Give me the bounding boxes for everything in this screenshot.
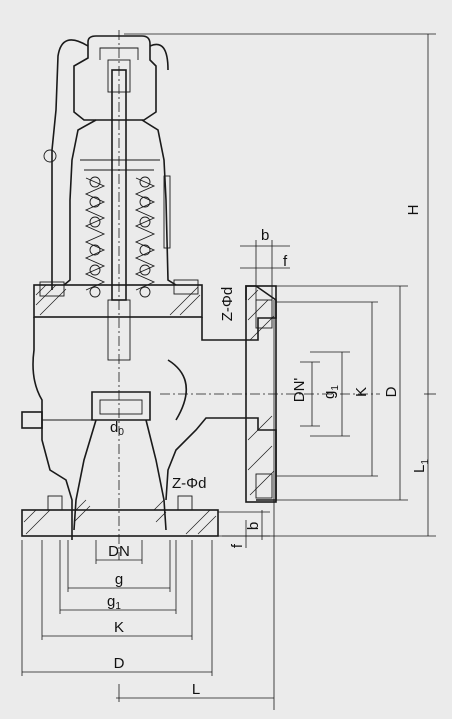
label-dn-prime: DN' (291, 378, 308, 403)
label-b-bottom: b (245, 522, 262, 530)
label-K-vertical: K (353, 387, 370, 397)
label-D-vertical: D (383, 386, 400, 397)
label-g1-horizontal: g1 (107, 593, 121, 612)
dimension-labels: H L1 b f Z-Φd DN' g1 K D d0 Z-Φd b f DN … (107, 205, 431, 698)
label-DN: DN (108, 543, 130, 560)
label-b-top: b (261, 227, 269, 244)
label-zphid-bottom: Z-Φd (172, 475, 206, 492)
label-H: H (405, 205, 422, 216)
label-L: L (192, 681, 200, 698)
dimension-lines (21, 33, 436, 710)
label-g1-vertical: g1 (321, 385, 341, 399)
label-g: g (115, 571, 123, 588)
label-d0: d0 (110, 419, 124, 438)
label-f-bottom: f (229, 543, 246, 548)
center-lines (118, 30, 380, 560)
label-L1: L1 (411, 459, 431, 473)
label-K-horizontal: K (114, 619, 124, 636)
label-f-top: f (283, 253, 288, 270)
valve-body (21, 35, 277, 540)
label-D-horizontal: D (114, 655, 125, 672)
label-zphid-top: Z-Φd (219, 287, 236, 321)
